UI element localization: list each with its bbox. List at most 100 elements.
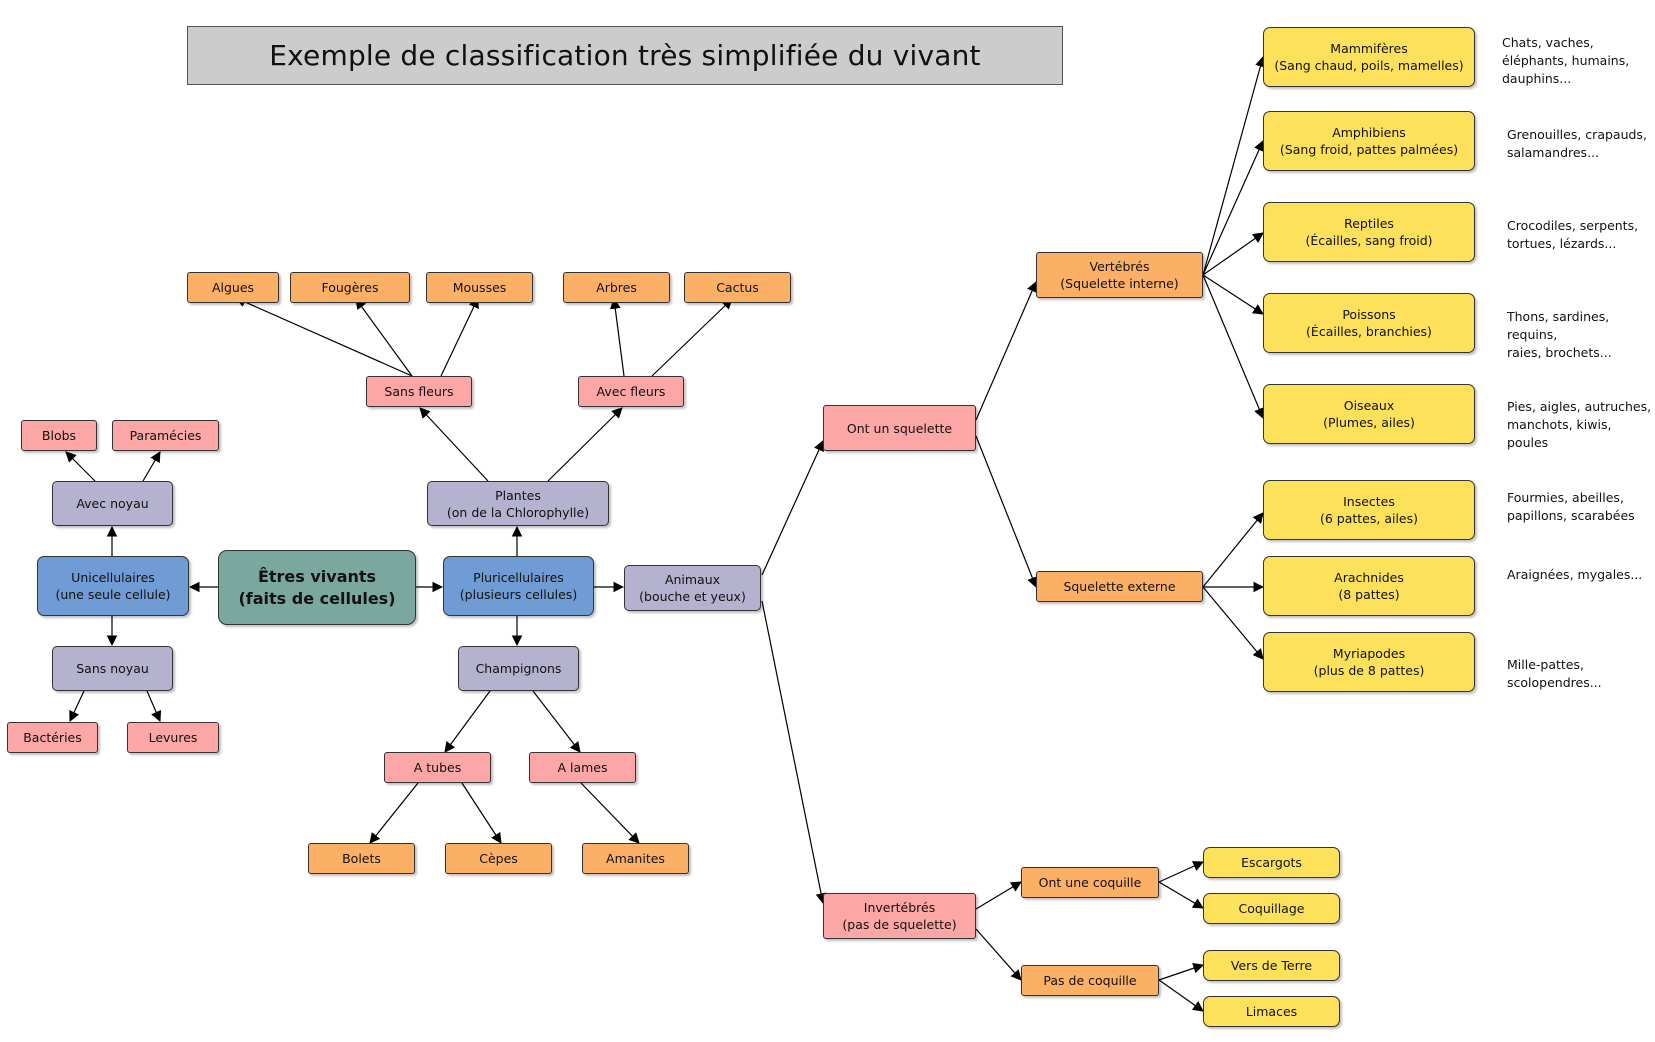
edge-arrow-23	[761, 440, 824, 576]
node-coquillage: Coquillage	[1203, 893, 1340, 924]
node-amphibiens: Amphibiens(Sang froid, pattes palmées)	[1263, 111, 1475, 171]
node-insectes: Insectes (6 pattes, ailes)	[1263, 480, 1475, 540]
node-label: Amanites	[606, 851, 665, 866]
node-label: Avec noyau	[76, 496, 149, 511]
node-paramecies: Paramécies	[112, 420, 219, 451]
node-fougeres: Fougères	[290, 272, 410, 303]
edge-arrow-31	[1202, 274, 1265, 419]
node-label: Oiseaux	[1343, 398, 1395, 413]
node-label: Bolets	[342, 851, 381, 866]
node-label: Plantes	[495, 487, 541, 503]
node-escargots: Escargots	[1203, 847, 1340, 878]
edge-arrow-24	[761, 600, 827, 905]
node-label: Algues	[211, 280, 255, 295]
node-reptiles: Reptiles(Écailles, sang froid)	[1263, 202, 1475, 262]
examples-reptiles: Crocodiles, serpents, tortues, lézards..…	[1507, 218, 1639, 251]
edge-arrow-18	[444, 690, 491, 753]
examples-amphibiens: Grenouilles, crapauds, salamandres...	[1507, 127, 1647, 160]
node-arachnides: Arachnides(8 pattes)	[1263, 556, 1475, 616]
edge-arrow-28	[1202, 140, 1264, 276]
edge-arrow-4	[65, 451, 96, 482]
node-sublabel: (Écailles, sang froid)	[1305, 233, 1433, 248]
node-label: Limaces	[1245, 1004, 1298, 1019]
node-champignons: Champignons	[458, 646, 579, 691]
node-squelette: Ont un squelette	[823, 405, 976, 451]
examples-poissons: Thons, sardines, requins, raies, brochet…	[1507, 309, 1612, 360]
node-levures: Levures	[127, 722, 219, 753]
edge-arrow-7	[146, 690, 162, 722]
node-label: Pas de coquille	[1043, 973, 1137, 988]
node-avec-noyau: Avec noyau	[52, 481, 173, 526]
node-label: Insectes	[1343, 494, 1395, 509]
node-label: Ont une coquille	[1038, 875, 1142, 890]
node-oiseaux: Oiseaux (Plumes, ailes)	[1263, 384, 1475, 444]
node-label: Blobs	[41, 428, 77, 443]
edge-arrow-38	[1158, 881, 1204, 909]
node-sublabel: (faits de cellules)	[238, 588, 396, 608]
examples-insectes: Fourmies, abeilles, papillons, scarabées	[1507, 490, 1635, 523]
node-label: Êtres vivants	[257, 566, 377, 586]
edge-arrow-40	[1158, 979, 1204, 1012]
node-sublabel: (Sang chaud, poils, mamelles)	[1274, 58, 1464, 73]
node-plantes: Plantes(on de la Chlorophylle)	[427, 481, 609, 526]
node-unicell: Unicellulaires(une seule cellule)	[37, 556, 189, 616]
node-label: Mammifères	[1330, 41, 1408, 56]
node-sans-noyau: Sans noyau	[52, 646, 173, 691]
node-sublabel: (Squelette interne)	[1060, 276, 1179, 291]
edge-arrow-34	[1202, 586, 1264, 660]
node-a-lames: A lames	[529, 752, 636, 783]
edge-arrow-13	[235, 297, 413, 377]
edge-arrow-6	[69, 690, 85, 722]
node-coquille: Ont une coquille	[1021, 867, 1159, 898]
node-pas-coquille: Pas de coquille	[1021, 965, 1159, 996]
node-sublabel: (on de la Chlorophylle)	[446, 504, 590, 520]
node-label: Bactéries	[23, 730, 82, 745]
node-blobs: Blobs	[21, 420, 97, 451]
edge-arrow-39	[1158, 963, 1205, 981]
node-algues: Algues	[187, 272, 279, 303]
node-sublabel: (Plumes, ailes)	[1323, 415, 1415, 430]
edge-arrow-21	[461, 782, 502, 844]
node-bolets: Bolets	[308, 843, 415, 874]
edge-arrow-5	[142, 451, 161, 482]
node-label: Poissons	[1342, 307, 1396, 322]
node-label: Arbres	[596, 280, 637, 295]
node-limaces: Limaces	[1203, 996, 1340, 1027]
node-label: Animaux	[664, 572, 721, 587]
edge-arrow-25	[975, 281, 1038, 421]
node-label: Invertébrés	[863, 900, 936, 915]
edge-arrow-22	[580, 782, 640, 844]
examples-oiseaux: Pies, aigles, autruches, manchots, kiwis…	[1507, 399, 1652, 450]
node-label: Myriapodes	[1332, 646, 1406, 661]
examples-myriapodes: Mille-pattes, scolopendres...	[1507, 657, 1602, 690]
node-pluricell: Pluricellulaires(plusieurs cellules)	[443, 556, 594, 616]
edge-arrow-36	[975, 928, 1022, 981]
node-label: Sans fleurs	[384, 384, 454, 399]
node-label: Avec fleurs	[596, 384, 666, 399]
edge-arrow-27	[1202, 55, 1266, 276]
edge-arrow-30	[1202, 274, 1264, 315]
edge-arrow-17	[651, 298, 733, 377]
node-sublabel: (pas de squelette)	[842, 917, 957, 932]
node-avec-fleurs: Avec fleurs	[578, 376, 684, 407]
node-sublabel: (plusieurs cellules)	[459, 587, 578, 602]
node-label: A lames	[557, 760, 608, 775]
edge-arrow-14	[355, 298, 413, 377]
node-sublabel: (6 pattes, ailes)	[1319, 511, 1419, 526]
node-sans-fleurs: Sans fleurs	[366, 376, 472, 407]
edge-arrow-11	[419, 407, 489, 482]
edge-arrow-19	[532, 690, 581, 753]
node-label: Vertébrés	[1089, 259, 1150, 274]
node-label: Champignons	[475, 661, 562, 676]
node-sublabel: (8 pattes)	[1338, 587, 1400, 602]
node-label: Levures	[148, 730, 198, 745]
node-sublabel: (Sang froid, pattes palmées)	[1279, 142, 1459, 157]
node-label: Cèpes	[479, 851, 518, 866]
node-label: Vers de Terre	[1230, 958, 1313, 973]
node-arbres: Arbres	[563, 272, 670, 303]
node-vertebres: Vertébrés (Squelette interne)	[1036, 252, 1203, 298]
node-sublabel: (bouche et yeux)	[639, 589, 746, 604]
edge-arrow-15	[440, 297, 479, 377]
node-label: Cactus	[716, 280, 759, 295]
